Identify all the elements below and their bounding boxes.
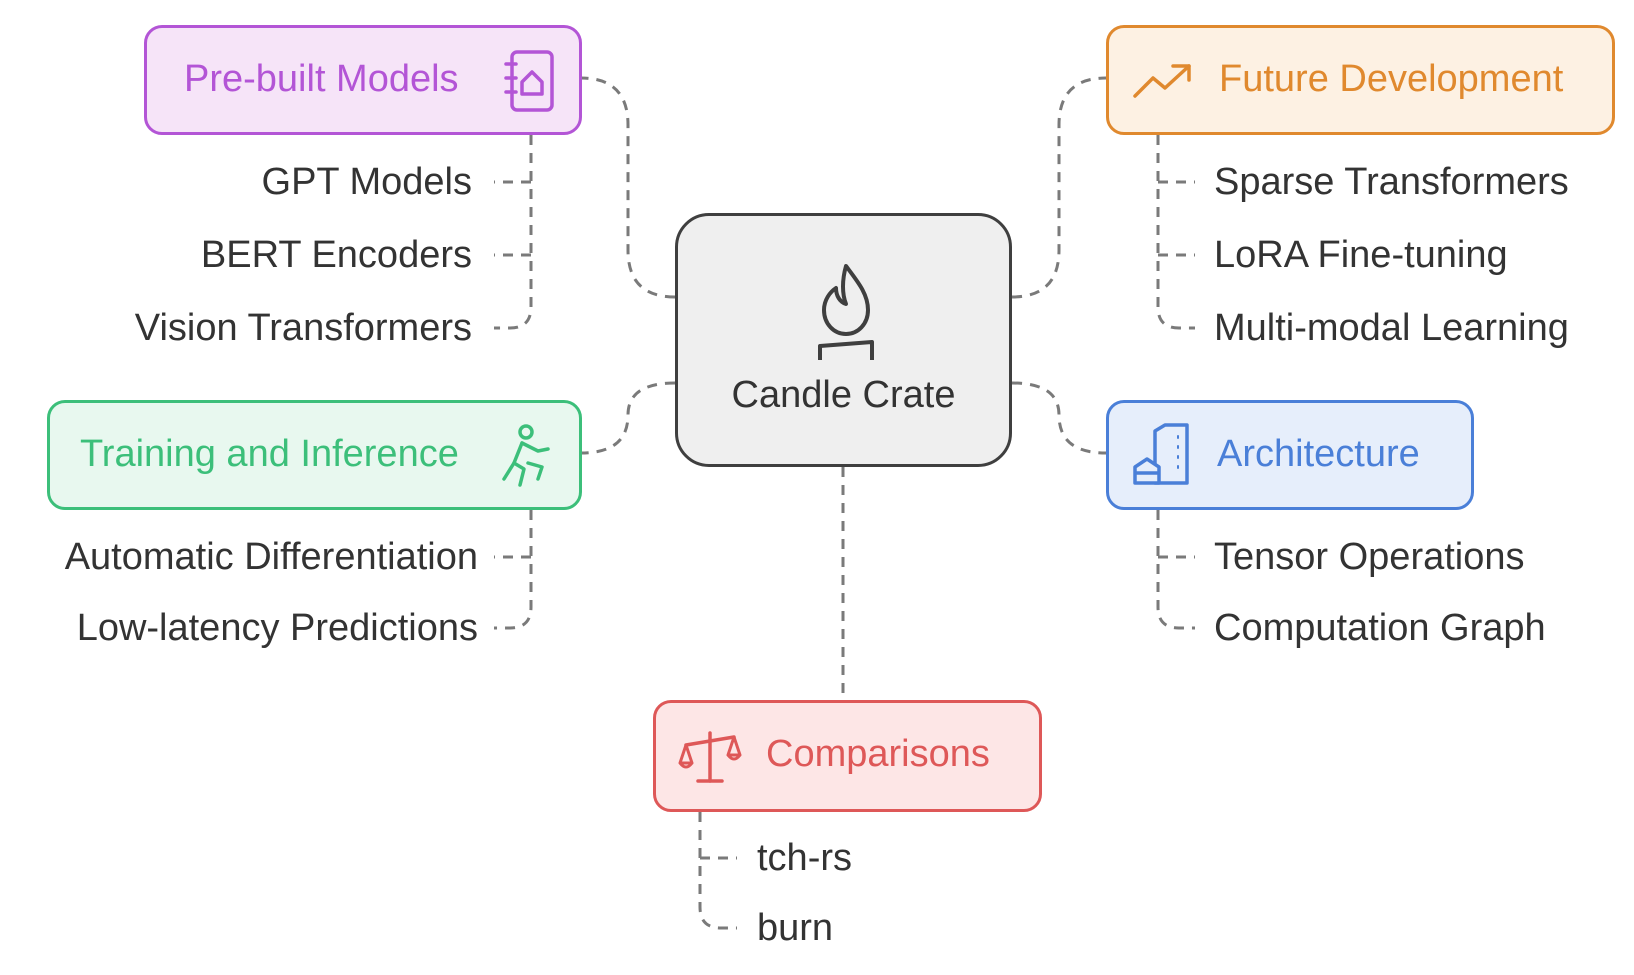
node-future-development[interactable]: Future Development xyxy=(1106,25,1615,135)
connector-center-prebuilt xyxy=(580,76,676,299)
leaf-vision-transformers: Vision Transformers xyxy=(134,307,472,349)
leaf-computation-graph: Computation Graph xyxy=(1214,607,1546,649)
leaf-burn: burn xyxy=(757,907,834,949)
connector-center-training xyxy=(580,381,676,455)
leaf-tch-rs: tch-rs xyxy=(757,837,852,879)
center-node-candle-crate[interactable]: Candle Crate xyxy=(675,213,1012,467)
buildings-icon xyxy=(1131,421,1195,499)
leaf-tensor-operations: Tensor Operations xyxy=(1214,536,1525,578)
connector-prebuilt-trunk xyxy=(494,135,533,330)
leaf-low-latency-predictions: Low-latency Predictions xyxy=(76,607,478,649)
leaf-gpt-models: GPT Models xyxy=(261,161,472,203)
candle-flame-icon xyxy=(814,260,878,365)
connector-center-future xyxy=(1011,76,1107,299)
comparisons-title: Comparisons xyxy=(766,733,990,775)
architecture-title: Architecture xyxy=(1217,433,1420,475)
node-architecture[interactable]: Architecture xyxy=(1106,400,1474,510)
connector-training-trunk xyxy=(494,510,533,630)
connector-comparisons-trunk xyxy=(698,812,737,930)
connector-center-architecture xyxy=(1011,381,1107,455)
leaf-automatic-differentiation: Automatic Differentiation xyxy=(64,536,478,578)
balance-scale-icon xyxy=(678,727,742,797)
leaf-sparse-transformers: Sparse Transformers xyxy=(1214,161,1569,203)
leaf-lora-fine-tuning: LoRA Fine-tuning xyxy=(1214,234,1508,276)
node-comparisons[interactable]: Comparisons xyxy=(653,700,1042,812)
leaf-bert-encoders: BERT Encoders xyxy=(200,234,472,276)
prebuilt-models-title: Pre-built Models xyxy=(184,58,459,100)
training-inference-title: Training and Inference xyxy=(80,433,459,475)
node-prebuilt-models[interactable]: Pre-built Models xyxy=(144,25,582,135)
node-training-and-inference[interactable]: Training and Inference xyxy=(47,400,582,510)
connector-future-trunk xyxy=(1156,135,1195,330)
notebook-house-icon xyxy=(502,48,558,124)
running-person-icon xyxy=(498,423,554,499)
leaf-multi-modal-learning: Multi-modal Learning xyxy=(1214,307,1569,349)
connector-architecture-trunk xyxy=(1156,510,1195,630)
future-development-title: Future Development xyxy=(1219,58,1564,100)
trending-up-icon xyxy=(1131,60,1193,110)
center-label: Candle Crate xyxy=(731,374,956,416)
